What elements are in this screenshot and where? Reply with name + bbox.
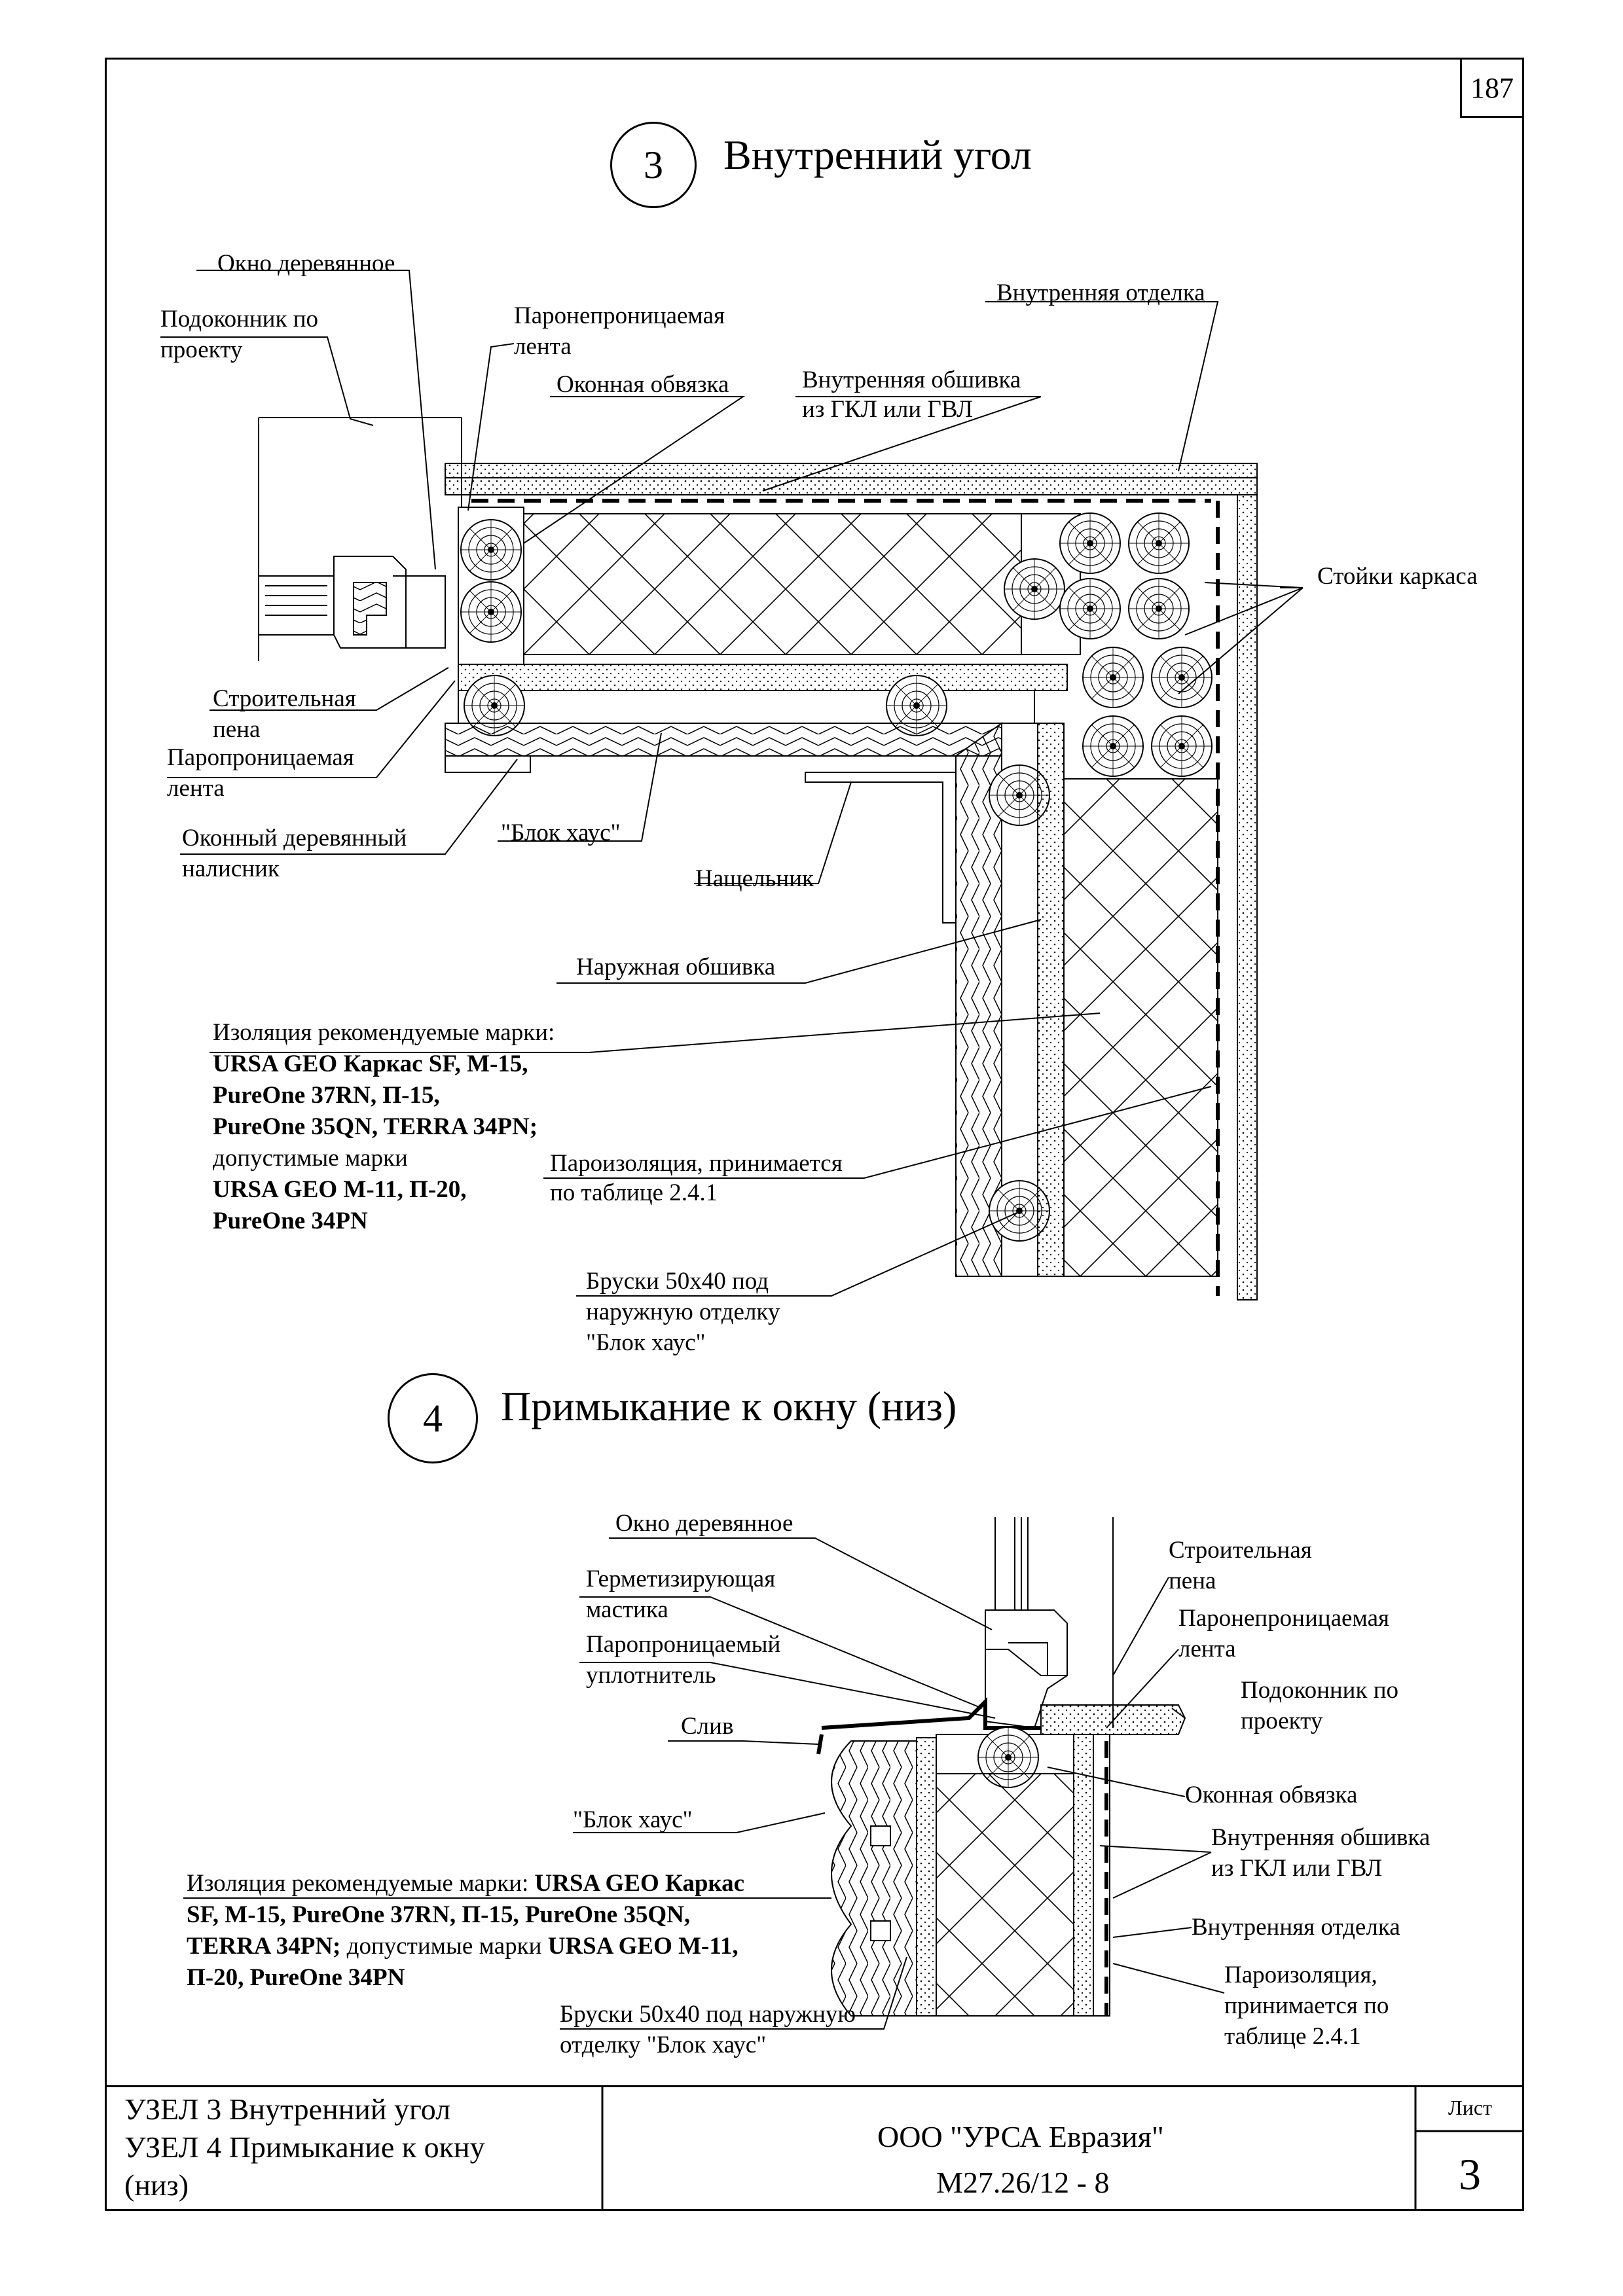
n3-label-paropron-2: лента <box>167 775 225 802</box>
n3-label-pena-2: пена <box>213 716 261 743</box>
node4-leaders <box>183 1537 1225 2030</box>
n4-label-vn-obshivka-1: Внутренняя обшивка <box>1211 1824 1431 1851</box>
n3-izol-7: PureOne 34PN <box>213 1208 368 1234</box>
page-number: 187 <box>1460 58 1524 118</box>
n4-label-paroizol-3: таблице 2.4.1 <box>1224 2023 1361 2050</box>
n3-label-podokonnik-2: проекту <box>160 336 243 363</box>
n3-izol-2: URSA GEO Каркас SF, М-15, <box>213 1050 528 1077</box>
node3-window <box>258 417 462 661</box>
n4-label-bruski-2: отделку "Блок хаус" <box>560 2032 767 2058</box>
stamp-line-3: (низ) <box>124 2168 189 2202</box>
n3-label-bruski-3: "Блок хаус" <box>586 1329 706 1356</box>
stamp-sheet-number: 3 <box>1459 2149 1481 2199</box>
n4-label-paroneprons-1: Паронепроницаемая <box>1178 1605 1390 1632</box>
n3-label-nar-obshivka: Наружная обшивка <box>576 954 776 980</box>
stamp-code: М27.26/12 - 8 <box>936 2166 1110 2199</box>
n4-label-okno: Окно деревянное <box>615 1510 793 1537</box>
n4-label-sliv: Слив <box>681 1713 734 1740</box>
n4-label-vn-obshivka-2: из ГКЛ или ГВЛ <box>1211 1855 1383 1882</box>
n4-label-pena-1: Строительная <box>1169 1537 1312 1564</box>
n3-label-podokonnik-1: Подоконник по <box>160 306 319 332</box>
n4-izol-line1: Изоляция рекомендуемые марки: URSA GEO К… <box>187 1870 745 1897</box>
stamp-line-2: УЗЕЛ 4 Примыкание к окну <box>124 2130 485 2164</box>
n4-label-paroizol-1: Пароизоляция, <box>1224 1962 1377 1988</box>
n3-label-naschelnik: Нащельник <box>695 865 814 892</box>
n4-label-mastika-1: Герметизирующая <box>586 1566 776 1592</box>
n4-label-blok-haus: "Блок хаус" <box>573 1806 693 1833</box>
node3-leaders <box>160 270 1304 1297</box>
n4-label-obvyazka: Оконная обвязка <box>1185 1782 1358 1808</box>
n3-label-nalichnik-2: налисник <box>182 855 280 882</box>
n4-label-vn-otdelka: Внутренняя отделка <box>1192 1914 1400 1941</box>
n3-label-paroneprons-1: Паронепроницаемая <box>514 302 725 329</box>
n4-label-podokonnik-2: проекту <box>1241 1708 1323 1734</box>
n4-label-uplotn-1: Паропроницаемый <box>586 1631 781 1658</box>
node4-number-circle: 4 <box>388 1373 478 1463</box>
n4-label-mastika-2: мастика <box>586 1596 668 1623</box>
node4-blockhouse <box>831 1740 917 2017</box>
n4-label-podokonnik-1: Подоконник по <box>1241 1677 1399 1704</box>
n3-label-nalichnik-1: Оконный деревянный <box>182 825 407 852</box>
n3-label-paroizol-2: по таблице 2.4.1 <box>550 1179 718 1206</box>
n3-label-bruski-1: Бруски 50х40 под <box>586 1268 769 1295</box>
n4-label-uplotn-2: уплотнитель <box>586 1662 716 1689</box>
node3-number-circle: 3 <box>610 122 697 208</box>
n3-label-vn-obshivka-2: из ГКЛ или ГВЛ <box>802 396 974 423</box>
n3-label-okno: Окно деревянное <box>217 250 395 277</box>
title-block-lines <box>105 2085 1524 2211</box>
n3-izol-3: PureOne 37RN, П-15, <box>213 1082 440 1109</box>
node4-title: Примыкание к окну (низ) <box>501 1383 957 1429</box>
n3-izol-6: URSA GEO М-11, П-20, <box>213 1176 467 1203</box>
n3-izol-4: PureOne 35QN, TERRA 34PN; <box>213 1113 538 1140</box>
stamp-sheet-label: Лист <box>1448 2096 1493 2119</box>
node3-title: Внутренний угол <box>723 132 1032 178</box>
n3-label-paroizol-1: Пароизоляция, принимается <box>550 1150 843 1177</box>
node4-window <box>985 1517 1114 1729</box>
n3-izol-1: Изоляция рекомендуемые марки: <box>213 1019 555 1046</box>
n3-label-stoyki: Стойки каркаса <box>1317 563 1478 590</box>
n3-label-blok-haus: "Блок хаус" <box>501 819 621 846</box>
n4-label-pena-2: пена <box>1169 1568 1216 1594</box>
n3-label-paropron-1: Паропроницаемая <box>167 744 354 771</box>
n4-label-paroneprons-2: лента <box>1178 1636 1236 1662</box>
stamp-line-1: УЗЕЛ 3 Внутренний угол <box>124 2092 451 2126</box>
n3-label-obvyazka: Оконная обвязка <box>556 371 729 398</box>
n4-label-bruski-1: Бруски 50х40 под наружную <box>560 2001 856 2028</box>
n3-label-paroneprons-2: лента <box>514 333 572 360</box>
n4-label-paroizol-2: принимается по <box>1224 1992 1389 2019</box>
n3-label-vn-obshivka-1: Внутренняя обшивка <box>802 367 1021 393</box>
drawing-frame <box>105 58 1524 2211</box>
n3-izol-5: допустимые марки <box>213 1145 408 1172</box>
title-block: УЗЕЛ 3 Внутренний угол УЗЕЛ 4 Примыкание… <box>105 2085 1524 2211</box>
stamp-company: ООО "УРСА Евразия" <box>877 2120 1164 2153</box>
n4-izol-line2: SF, М-15, PureOne 37RN, П-15, PureOne 35… <box>187 1901 691 1928</box>
n4-izol-line3: TERRA 34PN; допустимые марки URSA GEO М-… <box>187 1933 739 1960</box>
n4-izol-line4: П-20, PureOne 34PN <box>187 1964 405 1991</box>
n3-label-vn-otdelka: Внутренняя отделка <box>996 279 1205 306</box>
n3-label-pena-1: Строительная <box>213 685 356 712</box>
n3-label-bruski-2: наружную отделку <box>586 1299 780 1325</box>
